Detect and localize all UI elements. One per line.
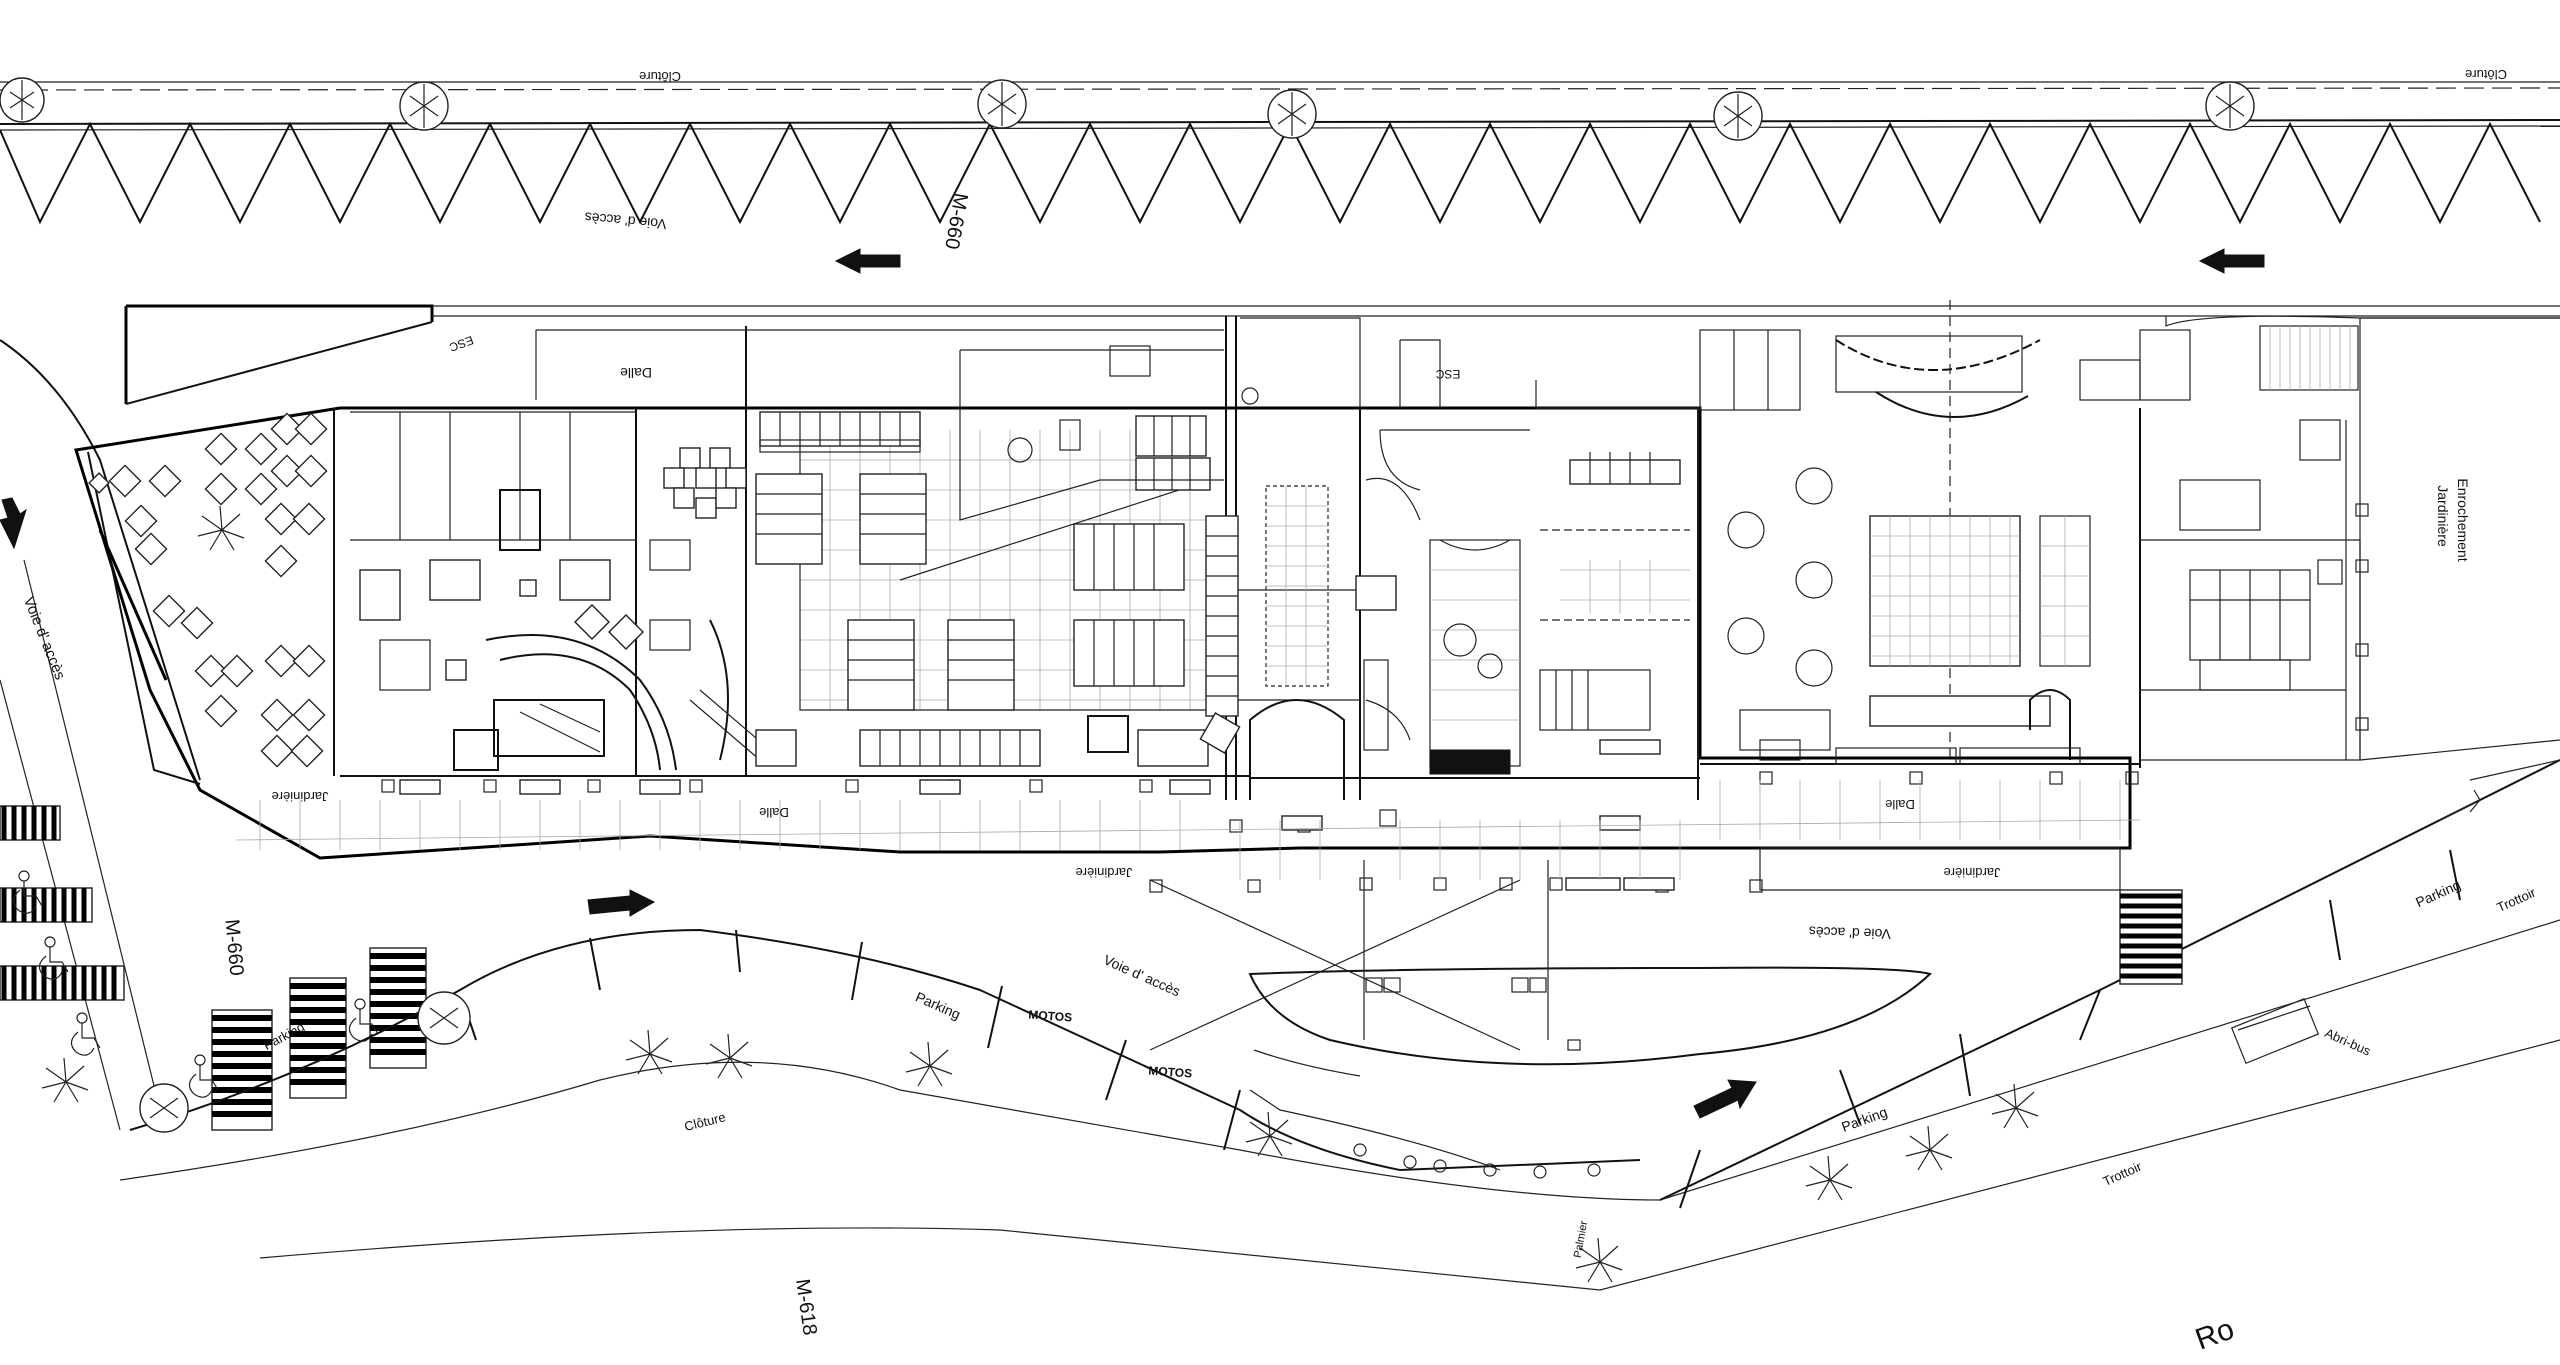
right-embankment	[2359, 317, 2560, 821]
label-trottoir-2: Trottoir	[2495, 884, 2539, 915]
arrow-left-icon	[834, 248, 901, 274]
grid-floor-center	[1249, 485, 1345, 800]
bottom-bollards	[1353, 1143, 1601, 1179]
booth-seating-right	[1199, 515, 1241, 754]
palm-tree-icon	[197, 505, 245, 551]
tree-icon	[977, 79, 1027, 129]
label-esc-center: ESC	[1435, 367, 1460, 381]
tree-icon	[417, 991, 471, 1045]
round-tables-left	[649, 447, 771, 761]
label-dalle-center: Dalle	[759, 805, 789, 820]
label-trottoir-1: Trottoir	[2101, 1158, 2145, 1189]
terrace-tables-left	[88, 412, 328, 768]
entrance-lobby	[1355, 429, 1530, 775]
label-voie-acces-right: Voie d' accès	[1809, 924, 1892, 943]
label-jardiniere-center: Jardinière	[1075, 865, 1132, 880]
bus-shelter	[2230, 997, 2320, 1065]
wheelchair-icon	[70, 1012, 101, 1056]
crosswalk-right	[2119, 889, 2183, 985]
wheelchair-icon	[188, 1054, 219, 1098]
booth-seating-bottom	[755, 715, 1209, 767]
label-dalle-right: Dalle	[1885, 797, 1915, 812]
palm-tree-icon	[41, 1057, 89, 1103]
label-cloture-top-left: Clôture	[639, 69, 681, 84]
label-road-partial: Ro	[2191, 1312, 2238, 1356]
facade-benches	[399, 779, 1675, 891]
label-jardiniere-left: Jardinière	[271, 789, 328, 804]
booth-seating-top	[759, 411, 921, 453]
wheelchair-icon	[348, 998, 379, 1042]
label-dalle-top: Dalle	[620, 365, 652, 381]
restrooms-left	[350, 411, 644, 691]
label-parking-center: Parking	[913, 988, 963, 1022]
palm-tree-icon	[1575, 1237, 1623, 1283]
label-abri-bus: Abri-bus	[2323, 1025, 2374, 1059]
service-area-top	[959, 345, 1259, 521]
label-esc-left: ESC	[447, 333, 475, 355]
dining-hall-right	[1699, 300, 2091, 765]
palm-tree-icon	[905, 1041, 953, 1087]
tree-icon	[2205, 81, 2255, 131]
interior-walls	[333, 316, 2361, 800]
bottom-road-lines	[119, 759, 2560, 1291]
palm-trees	[41, 991, 2039, 1283]
tree-icon	[1267, 89, 1317, 139]
label-motos-2: MOTOS	[1148, 1063, 1193, 1080]
front-terrace	[235, 780, 2141, 891]
label-parking-far-right: Parking	[2413, 876, 2463, 910]
palm-tree-icon	[705, 1033, 753, 1079]
label-voie-acces-center: Voie d' accès	[1101, 951, 1182, 999]
crosswalk-bottom-left	[211, 947, 427, 1131]
arrow-down-icon	[0, 497, 27, 550]
label-parking-right: Parking	[1839, 1104, 1889, 1135]
arcade-area	[1536, 407, 1699, 760]
label-road-m660-top: M-660	[940, 191, 972, 251]
parking-bays-bottom	[465, 849, 2461, 1209]
center-island	[1149, 860, 1932, 1066]
palm-tree-icon	[1905, 1125, 1953, 1171]
label-jardiniere-right: Jardinière	[1943, 865, 2000, 880]
palm-tree-icon	[1245, 1111, 1293, 1157]
label-cloture-top-right: Clôture	[2465, 67, 2507, 82]
left-road	[0, 339, 201, 1131]
label-jardiniere-vertical: Jardinière	[2435, 485, 2451, 547]
arrow-left-icon	[2198, 248, 2265, 274]
wheelchair-icon	[12, 870, 43, 914]
top-trees	[0, 77, 2255, 141]
angled-parking-top	[0, 121, 2541, 225]
label-voie-acces-top: Voie d' accès	[584, 209, 667, 232]
label-enrochement: Enrochement	[2455, 478, 2471, 561]
tree-icon	[1713, 91, 1763, 141]
tree-icon	[139, 1083, 189, 1133]
palm-tree-icon	[1805, 1155, 1853, 1201]
crosswalk-left	[0, 805, 125, 1001]
dining-tables	[755, 457, 1211, 711]
label-road-m618: M-618	[791, 1278, 821, 1337]
label-road-m660-left: M-660	[221, 918, 248, 976]
arrow-right-icon	[587, 889, 656, 917]
bar-counter	[453, 634, 677, 771]
label-voie-acces-left: Voie d' accès	[20, 594, 69, 682]
tree-icon	[399, 81, 449, 131]
wheelchair-icon	[38, 936, 69, 980]
palm-tree-icon	[625, 1029, 673, 1075]
kitchen-right	[2079, 318, 2361, 760]
label-cloture-bottom: Clôture	[683, 1109, 727, 1134]
label-motos-1: MOTOS	[1028, 1007, 1073, 1024]
building-outline	[74, 304, 2560, 860]
palm-tree-icon	[1991, 1083, 2039, 1129]
tree-icon	[0, 77, 45, 123]
arrow-up-right-icon	[1693, 1079, 1757, 1119]
